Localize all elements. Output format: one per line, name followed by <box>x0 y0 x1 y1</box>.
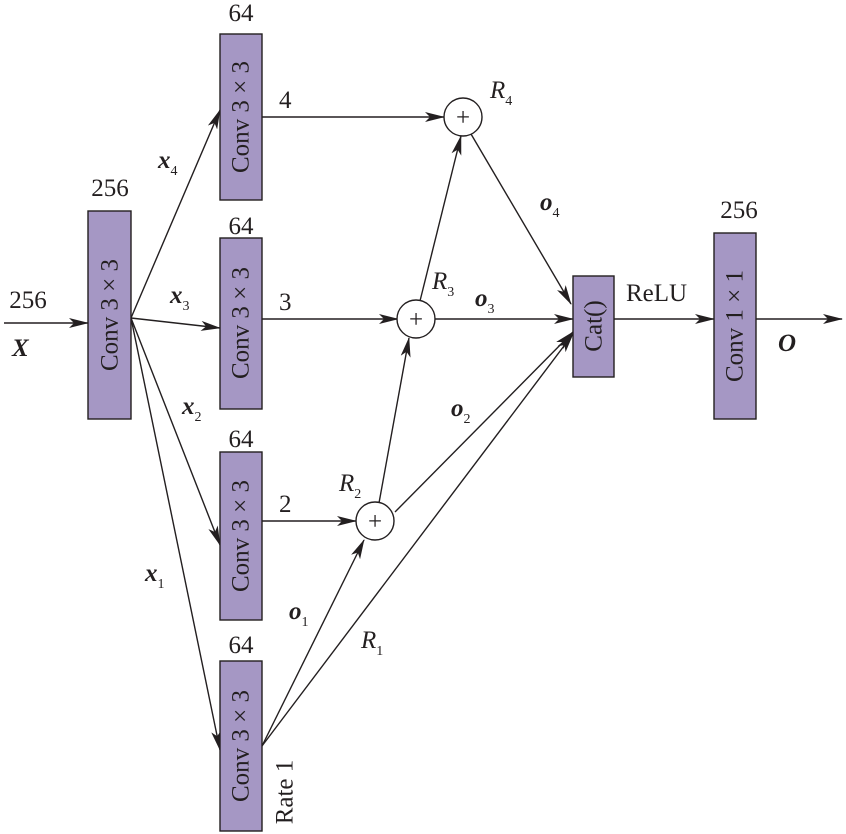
output-label-o4: o4 <box>540 189 560 221</box>
branch-conv-block-1: Conv 3 × 3 <box>219 660 263 832</box>
rate-label-2: 2 <box>279 491 292 518</box>
branch-conv-label: Conv 3 × 3 <box>228 61 255 173</box>
branch-conv-block-3: Conv 3 × 3 <box>219 237 263 410</box>
entry-conv-channels: 256 <box>91 175 129 202</box>
o4-to-cat-arrow <box>470 133 572 305</box>
activation-label: ReLU <box>626 280 687 307</box>
r1-to-cat-arrow <box>261 333 574 747</box>
branch-channels-1: 64 <box>229 632 255 659</box>
split-label-x2: x2 <box>181 393 202 425</box>
branch-channels-4: 64 <box>229 0 255 27</box>
branch-conv-label: Conv 3 × 3 <box>228 267 255 379</box>
input-symbol: X <box>11 335 30 362</box>
branch-conv-block-2: Conv 3 × 3 <box>219 451 263 621</box>
input-channels: 256 <box>9 287 47 314</box>
entry-conv-block: Conv 3 × 3 <box>87 210 132 420</box>
split-label-x4: x4 <box>157 147 178 179</box>
output-label-o1: o1 <box>289 598 309 630</box>
o1-to-r2-arrow <box>261 539 365 747</box>
adder-r2: + <box>355 501 395 541</box>
adder-r4: + <box>443 97 483 137</box>
o2-to-cat-arrow <box>394 331 574 513</box>
branch-conv-label: Conv 3 × 3 <box>228 690 255 802</box>
split-arrow-x2 <box>130 317 221 546</box>
split-arrow-x1 <box>130 317 222 751</box>
plus-icon: + <box>456 105 470 132</box>
final-conv-block: Conv 1 × 1 <box>713 232 757 420</box>
r3-to-r4-arrow <box>419 135 462 302</box>
output-label-o3: o3 <box>475 285 495 317</box>
adder-label-r4: R4 <box>489 77 512 109</box>
branch-channels-2: 64 <box>229 426 255 453</box>
r2-to-r3-arrow <box>378 337 411 504</box>
rate-label-4: 4 <box>279 87 292 114</box>
concat-label: Cat() <box>581 300 608 351</box>
output-label-o2: o2 <box>451 395 471 427</box>
rate-label-3: 3 <box>279 289 292 316</box>
output-symbol: O <box>778 330 796 357</box>
split-label-x1: x1 <box>144 560 165 592</box>
final-conv-channels: 256 <box>720 197 758 224</box>
adder-label-r3: R3 <box>431 268 454 300</box>
rate-label-1: Rate 1 <box>272 760 299 825</box>
entry-conv-label: Conv 3 × 3 <box>97 259 124 371</box>
split-arrow-x3 <box>130 317 221 331</box>
branch-channels-3: 64 <box>229 213 255 240</box>
plus-icon: + <box>368 509 382 536</box>
adder-label-r2: R2 <box>338 470 361 502</box>
connections <box>4 109 843 751</box>
plus-icon: + <box>409 307 423 334</box>
branch-conv-label: Conv 3 × 3 <box>228 480 255 592</box>
concat-block: Cat() <box>572 275 615 378</box>
split-arrow-x4 <box>130 109 221 319</box>
split-label-x3: x3 <box>169 282 190 314</box>
residual-label-r1: R1 <box>360 627 383 659</box>
final-conv-label: Conv 1 × 1 <box>722 270 749 382</box>
adder-r3: + <box>396 299 436 339</box>
branch-conv-block-4: Conv 3 × 3 <box>219 33 263 201</box>
